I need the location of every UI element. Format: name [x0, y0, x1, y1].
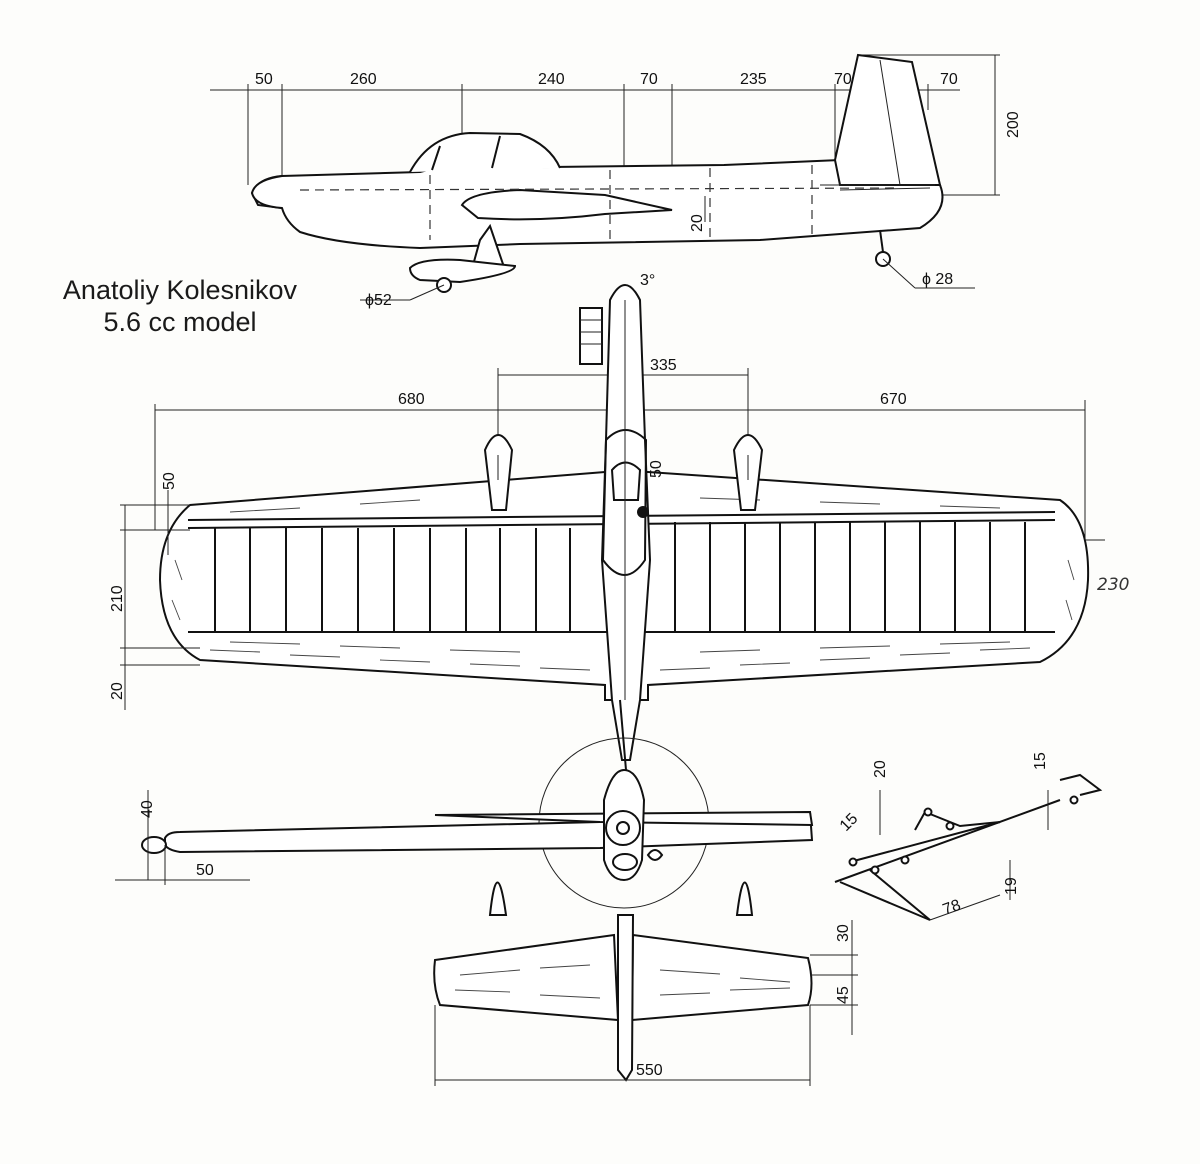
side-dim-50: 50 — [255, 71, 273, 88]
tip-height-dim: 40 — [139, 800, 156, 818]
wheel-pant — [408, 258, 517, 284]
tailplane-span-dim: 550 — [636, 1062, 663, 1079]
stabilizer-right — [630, 933, 813, 1022]
model-class: 5.6 cc model — [103, 307, 257, 337]
fin-top — [617, 914, 635, 1082]
tailplane-offset-dim: 20 — [689, 214, 706, 232]
tail-wheel-dia: ϕ 28 — [922, 271, 953, 288]
fin-side — [833, 53, 942, 186]
wingtip-front — [141, 836, 167, 854]
fuselage-top — [600, 284, 652, 761]
engine-offset-dim: 3° — [640, 272, 655, 289]
wing-sheeting-hatch — [171, 497, 1075, 671]
side-dim-70-c: 70 — [940, 71, 958, 88]
tailplane-dim-45: 45 — [835, 986, 852, 1004]
wing-ribs — [214, 522, 1026, 632]
right-span-dim: 670 — [880, 391, 907, 408]
detail-dim-15-a: 15 — [837, 810, 862, 835]
drawing-title: Anatoliy Kolesnikov 5.6 cc model — [40, 274, 320, 338]
side-view: 50 260 240 70 235 70 70 200 20 — [210, 53, 1022, 309]
main-wheel-dia: ϕ52 — [365, 292, 392, 309]
side-dim-70-a: 70 — [640, 71, 658, 88]
fin-height-dim: 200 — [1005, 111, 1022, 138]
detail-dim-15-b: 15 — [1032, 752, 1049, 770]
side-dim-70-b: 70 — [834, 71, 852, 88]
canopy-side — [409, 131, 561, 173]
detail-dim-20: 20 — [872, 760, 889, 778]
designer-name: Anatoliy Kolesnikov — [62, 275, 298, 305]
detail-dim-78: 78 — [941, 897, 964, 919]
top-view: 680 670 335 — [109, 272, 1129, 761]
tailplane-view: 550 30 45 — [433, 914, 858, 1086]
stabilizer-left — [433, 933, 620, 1022]
side-dim-235: 235 — [740, 71, 767, 88]
spinner-side — [250, 175, 283, 209]
engine-top — [579, 307, 603, 365]
nacelle-spacing-dim: 335 — [650, 357, 677, 374]
nacelle-right-front — [735, 881, 754, 916]
left-span-dim: 680 — [398, 391, 425, 408]
bellcrank-pivot — [637, 506, 649, 518]
detail-dim-19: 19 — [1003, 877, 1020, 895]
te-offset-dim: 20 — [109, 682, 126, 700]
chord-dim: 210 — [109, 585, 126, 612]
nacelle-left-front — [488, 881, 508, 916]
fuselage-width-dim: 50 — [648, 460, 665, 478]
bellcrank-detail: 20 15 15 78 19 — [834, 752, 1103, 921]
nacelle-side — [460, 188, 673, 221]
handwritten-note: 230 — [1097, 575, 1129, 595]
side-dim-260: 260 — [350, 71, 377, 88]
tip-length-dim: 50 — [196, 862, 214, 879]
front-view: 40 50 — [115, 699, 814, 916]
tailplane-dim-30: 30 — [835, 924, 852, 942]
le-offset-dim: 50 — [161, 472, 178, 490]
side-dim-240: 240 — [538, 71, 565, 88]
spinner-front — [605, 810, 641, 846]
